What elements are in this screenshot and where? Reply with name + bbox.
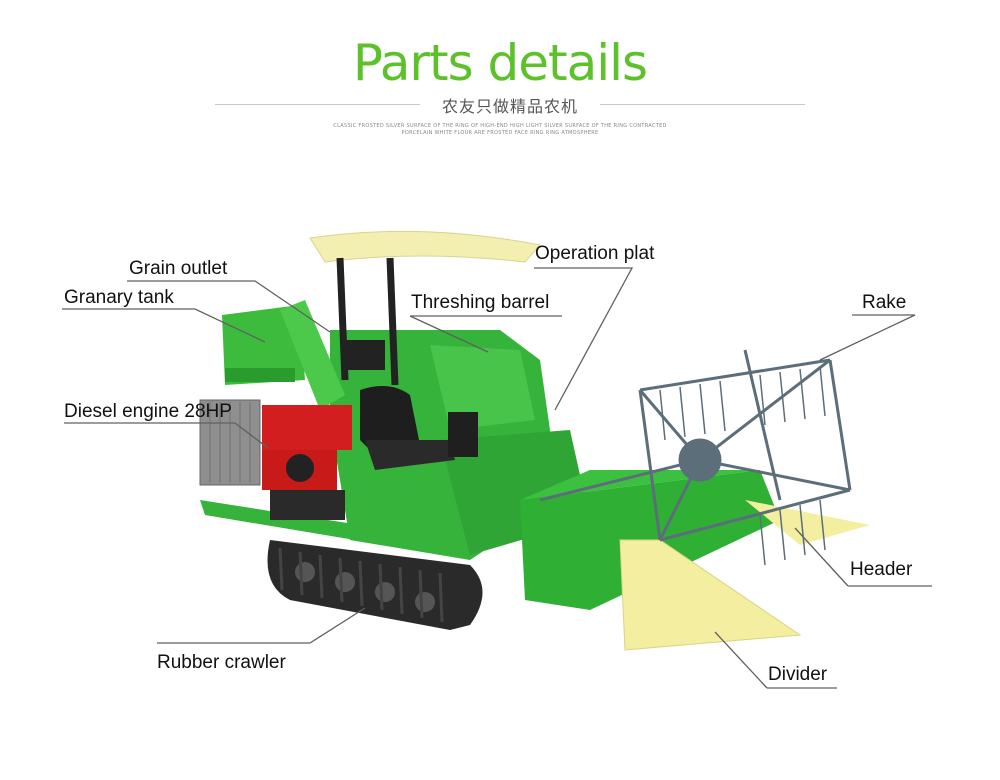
label-divider: Divider: [768, 664, 828, 685]
label-operation-plat: Operation plat: [535, 243, 655, 264]
label-header: Header: [850, 559, 913, 580]
diesel-engine-graphic: [262, 340, 385, 520]
leader-rake: [819, 314, 916, 361]
leader-grain-outlet: [127, 280, 331, 333]
rake-graphic: [539, 349, 852, 566]
tagline-small-1: CLASSIC FROSTED SILVER SURFACE OF THE RI…: [333, 123, 667, 129]
label-granary-tank: Granary tank: [64, 287, 174, 308]
leader-lines: [62, 267, 932, 689]
label-threshing-barrel: Threshing barrel: [411, 292, 550, 313]
rubber-crawler-graphic: [267, 540, 483, 630]
leader-divider: [714, 631, 837, 689]
granary-tank-graphic: [222, 300, 345, 410]
label-diesel-engine: Diesel engine 28HP: [64, 401, 232, 422]
canopy-graphic: [309, 230, 541, 386]
page-title: Parts details: [352, 34, 648, 92]
leader-diesel-engine: [64, 422, 269, 449]
label-rake: Rake: [862, 292, 907, 313]
divider-line-left: [215, 104, 420, 105]
divider-graphic: [619, 539, 802, 651]
leader-rubber-crawler: [157, 607, 366, 644]
leader-threshing-barrel: [409, 315, 562, 353]
label-rubber-crawler: Rubber crawler: [157, 652, 286, 673]
leader-granary-tank: [62, 308, 266, 343]
subtitle-chinese: 农友只做精品农机: [441, 97, 578, 116]
label-grain-outlet: Grain outlet: [129, 258, 228, 279]
divider-line-right: [600, 104, 805, 105]
leader-operation-plat: [534, 267, 634, 411]
tagline-small-2: PORCELAIN WHITE FLOUR ARE FROSTED FACE R…: [401, 130, 599, 136]
leader-header: [794, 527, 932, 587]
seat-graphic: [360, 386, 478, 470]
subtitle-row: 农友只做精品农机: [215, 92, 805, 116]
